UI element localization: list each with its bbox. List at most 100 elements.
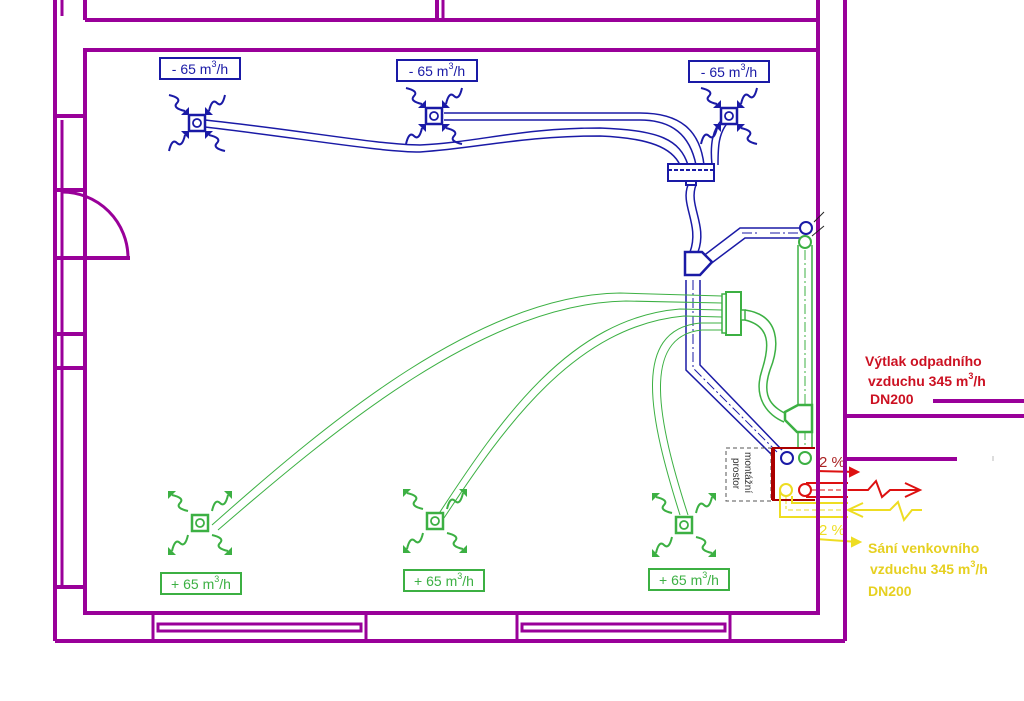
exhaust-duct-2b bbox=[444, 119, 697, 166]
outflow-arrow-icon bbox=[446, 492, 464, 510]
inflow-arrow-icon bbox=[168, 134, 186, 152]
exhaust-manifold bbox=[667, 163, 715, 186]
supply-manifold bbox=[721, 291, 746, 336]
arrowhead-icon bbox=[713, 124, 721, 132]
supply-flow-label: + 65 m3/h bbox=[648, 568, 730, 591]
supply-tee-fitting bbox=[783, 403, 814, 434]
arrowhead-icon bbox=[652, 493, 660, 501]
slope-waste-label: 2 % bbox=[819, 454, 845, 471]
arrowhead-icon bbox=[168, 547, 176, 555]
exhaust-valve[interactable] bbox=[168, 94, 226, 152]
supply-duct-1b bbox=[217, 300, 723, 531]
arrowhead-icon bbox=[459, 489, 467, 497]
fresh-air-arrow bbox=[845, 502, 864, 518]
fresh-air-line3: DN200 bbox=[868, 583, 912, 599]
supply-valve[interactable] bbox=[168, 491, 232, 555]
arrowhead-icon bbox=[713, 100, 721, 108]
window-left bbox=[151, 611, 368, 643]
supply-valve[interactable] bbox=[403, 489, 467, 553]
exhaust-valve[interactable] bbox=[700, 87, 758, 145]
section-mark bbox=[811, 225, 825, 237]
exhaust-tee-fitting bbox=[683, 250, 714, 277]
valve-disc-icon bbox=[195, 518, 205, 528]
inflow-arrow-icon bbox=[168, 94, 186, 112]
mount-space-label-1: montážní bbox=[742, 452, 753, 493]
inflow-arrow-icon bbox=[208, 94, 226, 112]
inflow-arrow-icon bbox=[700, 87, 718, 105]
supply-valves: + 65 m3/h + 65 m3/h + 65 m3/h bbox=[160, 489, 730, 595]
supply-valve[interactable] bbox=[652, 493, 716, 557]
arrowhead-icon bbox=[418, 100, 426, 108]
waste-air-duct bbox=[798, 466, 923, 499]
inflow-arrow-icon bbox=[445, 87, 463, 105]
arrowhead-icon bbox=[403, 489, 411, 497]
exhaust-duct-1b bbox=[204, 126, 681, 166]
valve-disc-icon bbox=[724, 111, 734, 121]
valve-body bbox=[425, 511, 445, 531]
flow-rate-text: + 65 m3/h bbox=[414, 571, 474, 589]
inflow-arrow-icon bbox=[740, 87, 758, 105]
mount-space-label-2: prostor bbox=[730, 458, 741, 490]
valve-disc-icon bbox=[192, 118, 202, 128]
fresh-air-flow-symbol bbox=[848, 500, 922, 523]
supply-ducts bbox=[211, 292, 723, 531]
slope-fresh-arrowhead bbox=[851, 536, 863, 548]
window-right bbox=[515, 611, 732, 643]
exhaust-valve[interactable] bbox=[405, 87, 463, 145]
arrowhead-icon bbox=[737, 100, 745, 108]
arrowhead-icon bbox=[403, 545, 411, 553]
valve-body bbox=[190, 513, 210, 533]
inflow-arrow-icon bbox=[208, 134, 226, 152]
arrowhead-icon bbox=[708, 549, 716, 557]
arrowhead-icon bbox=[205, 107, 213, 115]
valve-disc-icon bbox=[679, 520, 689, 530]
outflow-arrow-icon bbox=[406, 532, 424, 550]
outflow-arrow-icon bbox=[406, 492, 424, 510]
waste-air-arrow bbox=[904, 482, 923, 498]
outflow-arrow-icon bbox=[446, 532, 464, 550]
flow-rate-text: + 65 m3/h bbox=[659, 570, 719, 588]
valve-disc-icon bbox=[430, 516, 440, 526]
valve-disc-icon bbox=[429, 111, 439, 121]
walls bbox=[53, 0, 1024, 643]
inflow-arrow-icon bbox=[405, 87, 423, 105]
hrv-unit bbox=[771, 447, 815, 501]
inflow-arrow-icon bbox=[700, 127, 718, 145]
supply-flow-label: + 65 m3/h bbox=[160, 572, 242, 595]
arrowhead-icon bbox=[737, 124, 745, 132]
section-mark bbox=[813, 211, 825, 223]
outflow-arrow-icon bbox=[695, 496, 713, 514]
flow-rate-text: - 65 m3/h bbox=[409, 61, 465, 79]
arrowhead-icon bbox=[708, 493, 716, 501]
waste-air-label: Výtlak odpadního vzduchu 345 m3/h DN200 bbox=[865, 353, 986, 407]
exhaust-valves: - 65 m3/h - 65 m3/h - 65 m3/h bbox=[159, 57, 770, 152]
exhaust-unit-connection bbox=[780, 451, 794, 465]
exhaust-main-duct bbox=[685, 184, 806, 456]
arrowhead-icon bbox=[224, 547, 232, 555]
waste-air-flow-symbol bbox=[848, 479, 920, 499]
valve-body bbox=[674, 515, 694, 535]
outflow-arrow-icon bbox=[655, 536, 673, 554]
flow-rate-text: - 65 m3/h bbox=[701, 62, 757, 80]
supply-duct-3b bbox=[660, 329, 722, 516]
inflow-arrow-icon bbox=[405, 127, 423, 145]
supply-unit-connection bbox=[798, 451, 812, 465]
arrowhead-icon bbox=[224, 491, 232, 499]
arrowhead-icon bbox=[181, 131, 189, 139]
supply-duct-2b bbox=[443, 315, 723, 519]
slope-fresh-label: 2 % bbox=[819, 522, 845, 539]
exhaust-flow-label: - 65 m3/h bbox=[159, 57, 241, 80]
outflow-arrow-icon bbox=[695, 536, 713, 554]
exhaust-duct-2 bbox=[444, 112, 705, 166]
arrowhead-icon bbox=[442, 124, 450, 132]
outflow-arrow-icon bbox=[211, 534, 229, 552]
fresh-air-label: Sání venkovního vzduchu 345 m3/h DN200 bbox=[868, 540, 988, 599]
arrowhead-icon bbox=[168, 491, 176, 499]
mounting-space: montážní prostor bbox=[725, 447, 772, 502]
arrowhead-icon bbox=[205, 131, 213, 139]
waste-air-line1: Výtlak odpadního bbox=[865, 353, 982, 369]
flow-rate-text: + 65 m3/h bbox=[171, 574, 231, 592]
outflow-arrow-icon bbox=[655, 496, 673, 514]
supply-duct-3 bbox=[652, 322, 722, 516]
